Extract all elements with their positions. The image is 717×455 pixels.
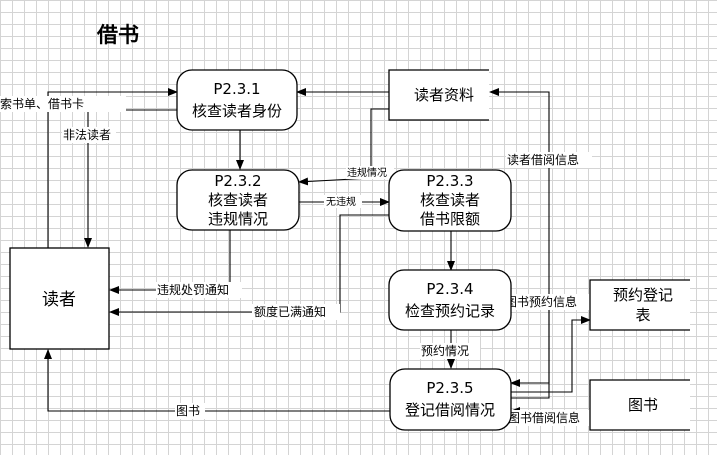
process-p231: P2.3.1 核查读者身份 <box>176 69 298 131</box>
label-book-reservation-info: 图书预约信息 <box>505 294 577 309</box>
flow-p235-to-reservation <box>511 316 591 393</box>
flows <box>44 88 591 415</box>
store-label: 读者资料 <box>414 86 474 104</box>
label-request-slip: 索书单、借书卡 <box>0 97 84 111</box>
label-reservation-status: 预约情况 <box>421 343 469 358</box>
external-entity-reader: 读者 <box>9 247 110 350</box>
process-name-line1: 核查读者 <box>208 191 268 209</box>
label-book-borrow-info: 图书借阅信息 <box>508 410 580 425</box>
process-name-line2: 借书限额 <box>420 210 480 228</box>
diagram-title: 借书 <box>96 23 139 47</box>
process-p232: P2.3.2 核查读者 违规情况 <box>176 169 300 231</box>
process-name: 核查读者身份 <box>192 102 282 120</box>
datastore-books: 图书 <box>589 379 690 431</box>
process-name: 检查预约记录 <box>405 302 495 320</box>
process-id: P2.3.3 <box>426 172 473 190</box>
process-p233: P2.3.3 核查读者 借书限额 <box>388 169 512 232</box>
flow-violation-notice <box>109 230 231 294</box>
label-book: 图书 <box>176 404 200 418</box>
label-violation-notice: 违规处罚通知 <box>157 282 229 297</box>
process-name: 登记借阅情况 <box>405 401 495 419</box>
flow-violation-info <box>298 108 389 186</box>
datastore-reader-info: 读者资料 <box>388 69 489 121</box>
flow-borrow-info <box>489 88 550 399</box>
process-p235: P2.3.5 登记借阅情况 <box>389 368 512 431</box>
label-quota-full: 额度已满通知 <box>254 304 326 319</box>
label-borrow-info: 读者借阅信息 <box>507 152 579 167</box>
process-id: P2.3.1 <box>213 80 260 98</box>
datastore-reservation: 预约登记 表 <box>589 279 690 331</box>
process-id: P2.3.5 <box>426 379 473 397</box>
store-label-line2: 表 <box>635 306 650 324</box>
flow-book <box>44 349 390 412</box>
reader-label: 读者 <box>42 290 76 310</box>
process-id: P2.3.4 <box>426 280 473 298</box>
process-name-line2: 违规情况 <box>208 210 268 228</box>
flow-request-slip <box>47 88 178 248</box>
flow-quota-full <box>109 214 389 316</box>
label-illegal-reader: 非法读者 <box>63 128 111 142</box>
process-id: P2.3.2 <box>214 172 261 190</box>
flow-book-reservation-info <box>510 297 590 387</box>
label-no-violation: 无违规 <box>326 195 356 208</box>
process-p234: P2.3.4 检查预约记录 <box>388 269 512 331</box>
label-violation-info: 违规情况 <box>347 166 387 179</box>
flow-labels: 索书单、借书卡 非法读者 违规情况 无违规 违规处罚通知 额度已满通知 读者借阅… <box>0 96 592 426</box>
store-label-line1: 预约登记 <box>613 286 673 304</box>
process-name-line1: 核查读者 <box>420 191 480 209</box>
store-label: 图书 <box>628 396 658 414</box>
